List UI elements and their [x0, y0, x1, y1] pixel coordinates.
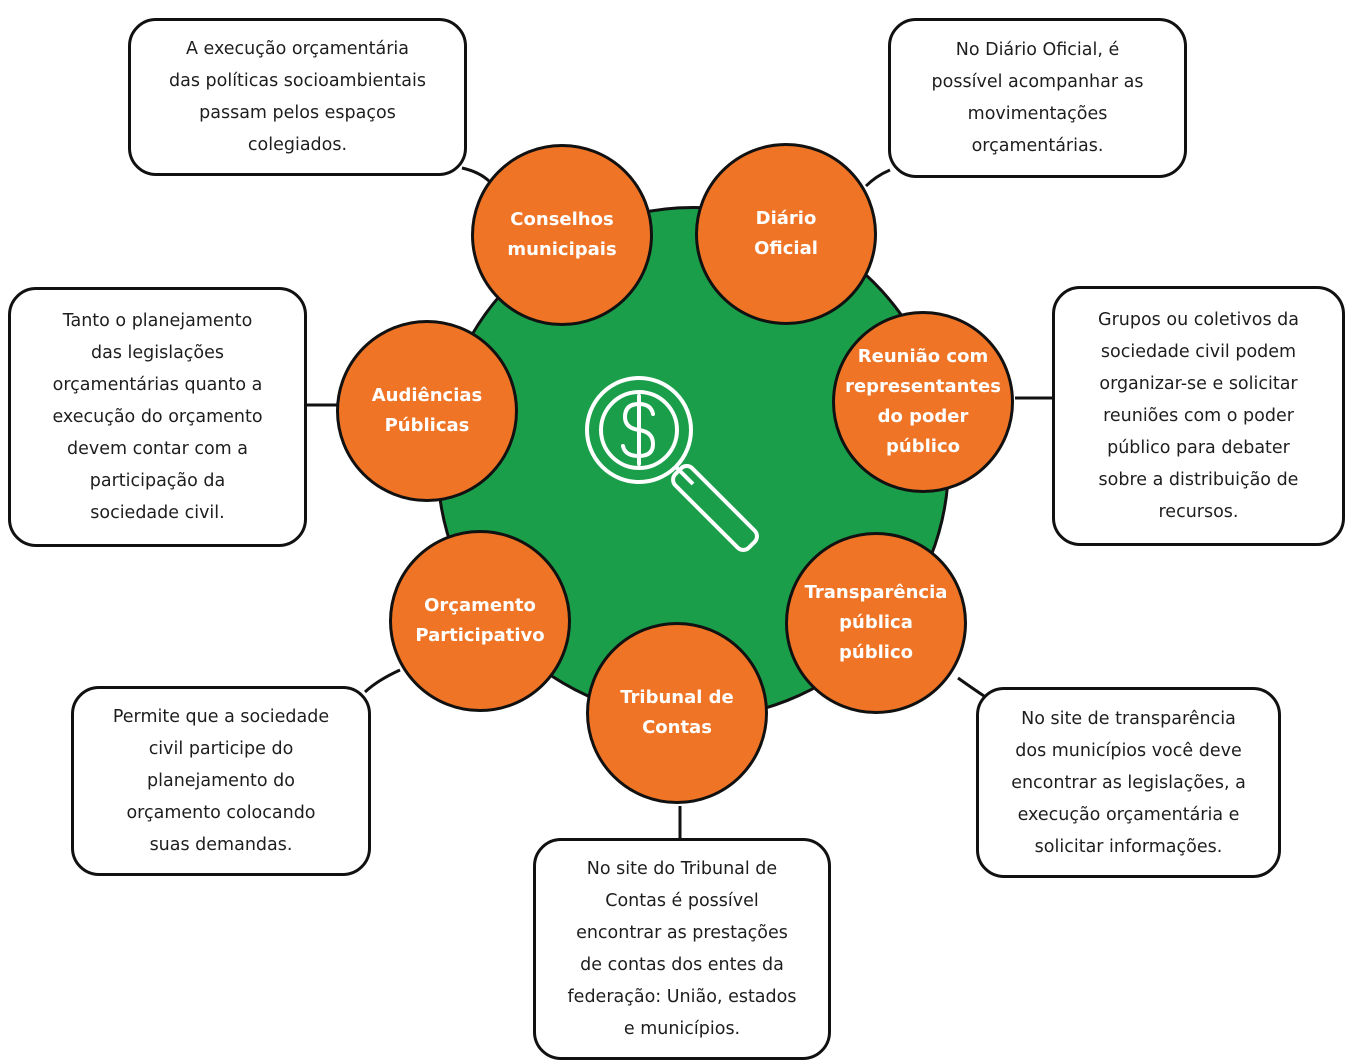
node-label: Transparência pública público	[804, 582, 948, 663]
box-orcamento: Permite que a sociedade civil participe …	[71, 686, 371, 876]
node-diario: Diário Oficial	[695, 143, 877, 325]
box-text: A execução orçamentária das políticas so…	[169, 39, 426, 155]
box-text: Tanto o planejamento das legislações orç…	[52, 311, 263, 523]
magnifier-dollar-icon	[585, 376, 759, 552]
connector-conselhos	[461, 166, 492, 184]
node-audiencias: Audiências Públicas	[336, 320, 518, 502]
box-conselhos: A execução orçamentária das políticas so…	[128, 18, 467, 176]
box-tribunal: No site do Tribunal de Contas é possível…	[533, 838, 831, 1060]
node-reuniao: Reunião com representantes do poder públ…	[832, 311, 1014, 493]
box-text: Permite que a sociedade civil participe …	[112, 707, 330, 855]
node-label: Audiências Públicas	[371, 385, 483, 436]
box-transparencia: No site de transparência dos municípios …	[976, 687, 1281, 878]
connector-transparencia	[957, 676, 985, 698]
node-conselhos: Conselhos municipais	[471, 144, 653, 326]
node-tribunal: Tribunal de Contas	[586, 622, 768, 804]
box-text: No site de transparência dos municípios …	[1011, 708, 1246, 857]
node-orcamento: Orçamento Participativo	[389, 530, 571, 712]
box-reuniao: Grupos ou coletivos da sociedade civil p…	[1052, 286, 1345, 546]
node-label: Conselhos municipais	[507, 209, 617, 260]
box-text: No site do Tribunal de Contas é possível…	[567, 859, 797, 1039]
box-audiencias: Tanto o planejamento das legislações orç…	[8, 287, 307, 547]
node-label: Reunião com representantes do poder públ…	[845, 346, 1001, 457]
connector-diario	[864, 168, 891, 188]
box-diario: No Diário Oficial, é possível acompanhar…	[888, 18, 1187, 178]
node-label: Diário Oficial	[754, 208, 818, 259]
node-label: Tribunal de Contas	[620, 687, 734, 738]
node-label: Orçamento Participativo	[415, 595, 545, 646]
node-transparencia: Transparência pública público	[785, 532, 967, 714]
connector-orcamento	[363, 668, 401, 694]
box-text: No Diário Oficial, é possível acompanhar…	[931, 40, 1144, 156]
box-text: Grupos ou coletivos da sociedade civil p…	[1098, 310, 1299, 522]
